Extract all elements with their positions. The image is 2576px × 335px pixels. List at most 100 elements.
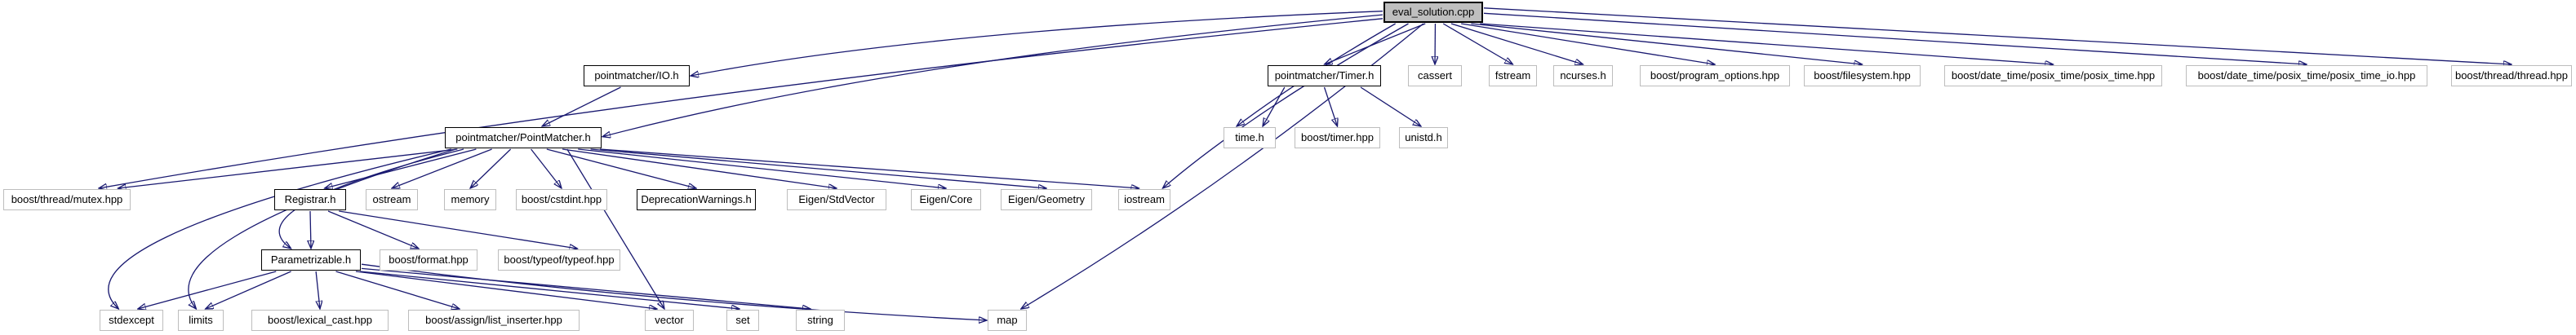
edge-pm-to-stdexcept [108,148,451,309]
node-eigencore: Eigen/Core [911,189,981,210]
node-label: boost/format.hpp [389,253,469,266]
edge-pm-to-iostream [600,148,1139,188]
edge-pm-to-limits [189,148,456,309]
node-eval: eval_solution.cpp [1383,2,1483,23]
edge-timer-to-unistd [1360,86,1421,126]
node-limits: limits [178,310,224,331]
node-threadhpp: boost/thread/thread.hpp [2451,65,2572,86]
edge-pm-to-mutex [118,148,458,188]
edge-param-to-lexical [316,271,320,309]
node-cassert: cassert [1408,65,1462,86]
node-fstream: fstream [1489,65,1537,86]
node-label: Registrar.h [284,193,336,205]
node-filesystem: boost/filesystem.hpp [1804,65,1921,86]
node-stdvector: Eigen/StdVector [787,189,886,210]
node-btimer: boost/timer.hpp [1295,127,1380,148]
node-label: string [807,314,833,326]
edge-eval-to-io [691,11,1383,76]
node-label: ostream [372,193,411,205]
node-label: Eigen/StdVector [798,193,875,205]
node-progopts: boost/program_options.hpp [1640,65,1790,86]
edge-param-to-string [361,267,811,309]
node-label: time.h [1235,131,1264,143]
node-timer[interactable]: pointmatcher/Timer.h [1268,65,1381,86]
edge-pm-to-vector [566,148,664,309]
node-label: stdexcept [109,314,154,326]
edge-param-to-map [361,263,987,320]
edge-pm-to-ostream [392,148,492,188]
node-label: boost/program_options.hpp [1650,69,1780,82]
node-ncurses: ncurses.h [1553,65,1613,86]
node-iostream: iostream [1118,189,1170,210]
node-map: map [988,310,1027,331]
node-label: boost/assign/list_inserter.hpp [425,314,562,326]
edge-eval-to-filesystem [1471,23,1862,64]
edge-eval-to-fstream [1442,23,1512,64]
edge-eval-to-threadhpp [1483,7,2512,64]
edge-param-to-set [359,271,739,309]
edge-eval-to-timer [1325,23,1426,64]
edge-pm-to-eigencore [578,148,946,188]
edge-pm-to-cstdint [531,148,562,188]
node-posixtime: boost/date_time/posix_time/posix_time.hp… [1944,65,2162,86]
node-posixtimeio: boost/date_time/posix_time/posix_time_io… [2186,65,2427,86]
node-label: boost/thread/thread.hpp [2454,69,2569,82]
node-timeh: time.h [1224,127,1276,148]
node-label: boost/lexical_cast.hpp [268,314,372,326]
node-label: cassert [1418,69,1452,82]
node-label: pointmatcher/IO.h [594,69,679,82]
node-label: map [997,314,1018,326]
node-vector: vector [645,310,694,331]
node-label: DeprecationWarnings.h [641,193,752,205]
node-dep[interactable]: DeprecationWarnings.h [637,189,756,210]
node-label: Parametrizable.h [270,253,352,266]
edge-param-to-inserter [335,271,460,309]
edge-io-to-pm [542,86,621,126]
edge-pm-to-registrar [325,148,477,188]
node-set: set [726,310,759,331]
edge-eval-to-iostream [1162,23,1409,188]
node-label: vector [655,314,684,326]
node-memory: memory [444,189,496,210]
edge-timer-to-timeh [1263,86,1286,126]
edge-pm-to-eigengeom [590,148,1046,188]
node-label: memory [451,193,490,205]
node-label: ncurses.h [1560,69,1606,82]
node-label: Eigen/Core [919,193,973,205]
node-label: fstream [1495,69,1531,82]
edge-eval-to-pm [602,14,1383,137]
node-string: string [796,310,845,331]
node-label: pointmatcher/Timer.h [1274,69,1375,82]
node-inserter: boost/assign/list_inserter.hpp [408,310,580,331]
node-param[interactable]: Parametrizable.h [261,249,361,271]
node-label: boost/timer.hpp [1301,131,1374,143]
edge-eval-to-ncurses [1450,23,1583,64]
node-mutex: boost/thread/mutex.hpp [3,189,131,210]
node-format: boost/format.hpp [380,249,477,271]
node-pm[interactable]: pointmatcher/PointMatcher.h [445,127,602,148]
node-unistd: unistd.h [1399,127,1448,148]
node-label: boost/date_time/posix_time/posix_time.hp… [1951,69,2156,82]
node-label: pointmatcher/PointMatcher.h [455,131,591,143]
edge-registrar-to-format [327,210,419,249]
node-label: limits [189,314,213,326]
edge-eval-to-progopts [1461,23,1715,64]
node-label: boost/filesystem.hpp [1814,69,1911,82]
edge-eval-to-posixtimeio [1483,12,2307,64]
node-stdexcept: stdexcept [100,310,163,331]
edge-param-to-limits [206,271,291,309]
edge-pm-to-memory [470,148,512,188]
edge-eval-to-posixtime [1480,23,2053,64]
node-label: iostream [1124,193,1165,205]
edge-pm-to-stdvector [562,148,837,188]
node-label: Eigen/Geometry [1008,193,1085,205]
node-io[interactable]: pointmatcher/IO.h [584,65,690,86]
node-lexical: boost/lexical_cast.hpp [251,310,389,331]
node-label: eval_solution.cpp [1392,6,1475,18]
node-registrar[interactable]: Registrar.h [274,189,346,210]
node-label: boost/typeof/typeof.hpp [504,253,615,266]
node-eigengeom: Eigen/Geometry [1001,189,1092,210]
edge-param-to-vector [355,271,657,309]
